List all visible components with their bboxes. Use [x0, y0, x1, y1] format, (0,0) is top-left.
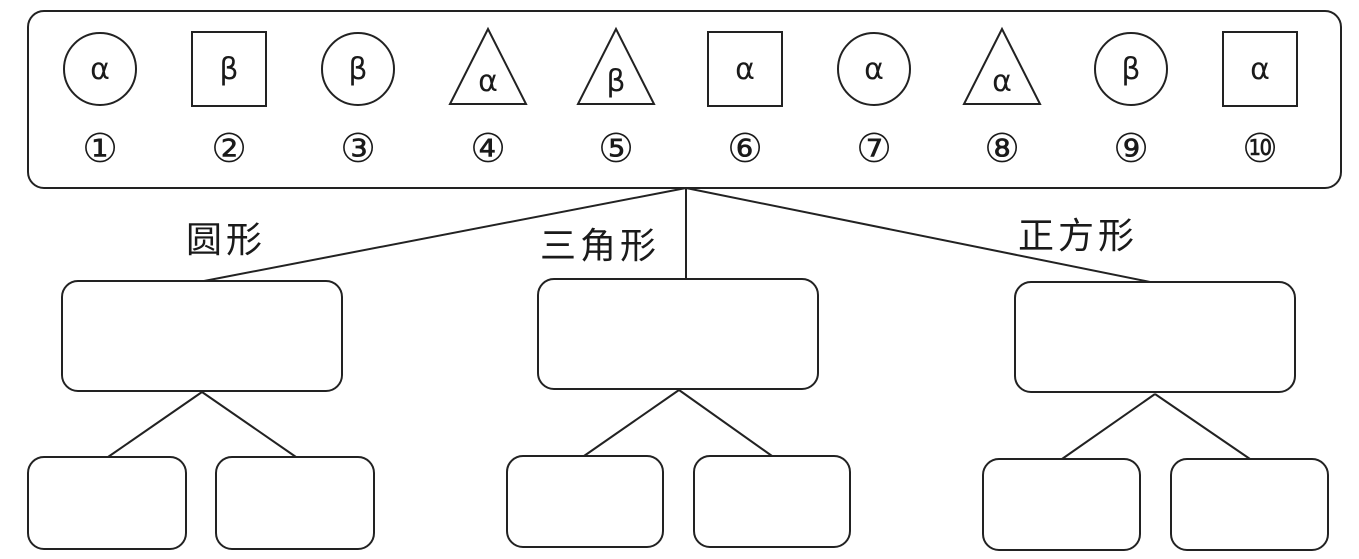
shape-number: ⑨ — [1113, 126, 1149, 172]
shape-item: α① — [63, 32, 137, 172]
shape-item: α⑥ — [707, 31, 783, 172]
shape-number: ③ — [340, 126, 376, 172]
triangle-shape — [448, 26, 528, 105]
answer-box-square[interactable] — [1014, 281, 1296, 393]
branch-line — [201, 391, 297, 458]
branch-line — [107, 391, 203, 458]
answer-box-circle-sub-2[interactable] — [215, 456, 375, 550]
triangle-shape — [962, 26, 1042, 105]
shape-symbol: β — [606, 64, 625, 99]
shape-number: ⑥ — [727, 126, 763, 172]
shape-item: β⑨ — [1094, 32, 1168, 172]
branch-line — [1061, 393, 1156, 460]
shape-item: β⑤ — [576, 26, 656, 172]
square-shape — [191, 31, 267, 107]
circle-shape — [321, 32, 395, 106]
answer-box-circle[interactable] — [61, 280, 343, 392]
shape-number: ① — [82, 126, 118, 172]
branch-line — [678, 389, 773, 457]
shape-number: ⑧ — [984, 126, 1020, 172]
shape-item: α⑧ — [962, 26, 1042, 172]
shape-symbol: α — [90, 52, 110, 87]
connector-circle — [203, 187, 687, 282]
shape-symbol: α — [735, 52, 755, 87]
circle-shape — [837, 32, 911, 106]
square-shape — [707, 31, 783, 107]
answer-box-square-sub-1[interactable] — [982, 458, 1141, 551]
category-label-square: 正方形 — [1018, 216, 1138, 257]
answer-box-triangle[interactable] — [537, 278, 819, 390]
shape-number: ⑤ — [598, 126, 634, 172]
shape-item: β② — [191, 31, 267, 172]
shape-symbol: α — [1250, 52, 1270, 87]
shape-number: ⑦ — [856, 126, 892, 172]
shape-number: ④ — [470, 126, 506, 172]
circle-shape — [63, 32, 137, 106]
shape-symbol: β — [219, 52, 238, 87]
shape-symbol: α — [864, 52, 884, 87]
shape-number: ② — [211, 126, 247, 172]
shape-symbol: β — [1121, 52, 1140, 87]
triangle-shape — [576, 26, 656, 105]
answer-box-triangle-sub-2[interactable] — [693, 455, 851, 548]
shape-symbol: α — [478, 64, 498, 99]
category-label-triangle: 三角形 — [540, 226, 660, 267]
square-shape — [1222, 31, 1298, 107]
answer-box-triangle-sub-1[interactable] — [506, 455, 664, 548]
shape-symbol: α — [992, 64, 1012, 99]
answer-box-square-sub-2[interactable] — [1170, 458, 1329, 551]
category-label-circle: 圆形 — [186, 220, 266, 261]
answer-box-circle-sub-1[interactable] — [27, 456, 187, 550]
branch-line — [1154, 393, 1251, 460]
shape-symbol: β — [348, 52, 367, 87]
shape-item: α④ — [448, 26, 528, 172]
connector-square — [685, 187, 1151, 283]
shape-number: ⑩ — [1242, 126, 1278, 172]
shape-item: α⑦ — [837, 32, 911, 172]
circle-shape — [1094, 32, 1168, 106]
branch-line — [583, 389, 680, 457]
shape-item: β③ — [321, 32, 395, 172]
shape-item: α⑩ — [1222, 31, 1298, 172]
